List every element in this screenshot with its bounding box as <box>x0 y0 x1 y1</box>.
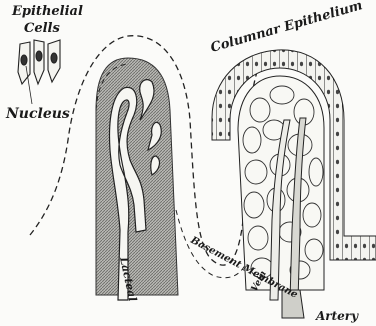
epithelial-cells-inset <box>18 40 60 84</box>
label-columnar-epithelium: Columnar Epithelium <box>209 0 364 56</box>
label-nucleus: Nucleus <box>5 106 70 122</box>
right-villus <box>212 50 376 318</box>
epithelial-cell <box>34 40 44 84</box>
left-villus <box>96 58 178 300</box>
label-artery: Artery <box>315 309 359 323</box>
label-epithelial-cells-line1: Epithelial <box>11 4 83 19</box>
label-epithelial-cells-line2: Cells <box>24 21 60 36</box>
